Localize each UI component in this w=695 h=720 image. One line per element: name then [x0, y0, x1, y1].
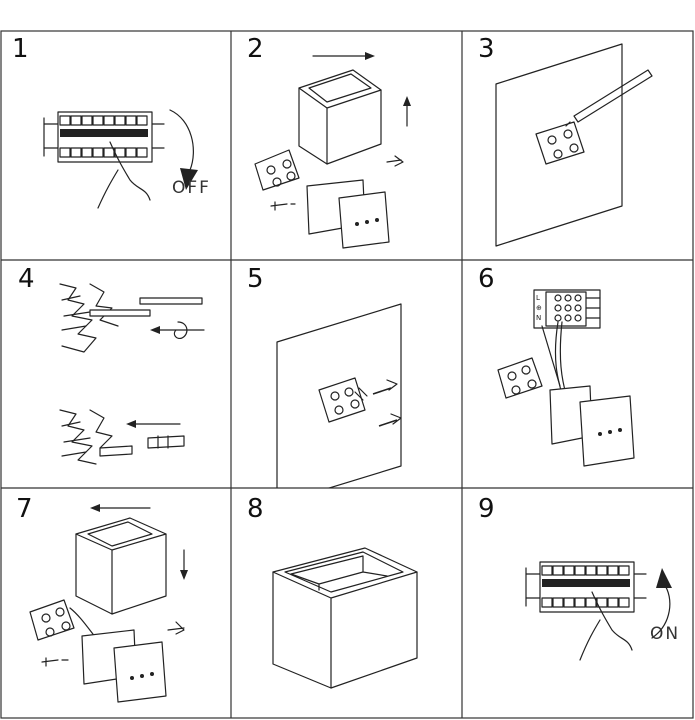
mark-wall-illustration [495, 43, 653, 247]
terminal-labels: L ⊕ N [536, 293, 542, 323]
on-label: ON [650, 624, 681, 644]
terminal-l-label: L [536, 294, 540, 302]
step-2-cell: 2 [231, 30, 462, 260]
step-2-number: 2 [247, 34, 264, 64]
step-7-cell: 7 [0, 488, 231, 718]
step-1-number: 1 [12, 34, 29, 64]
step-1-cell: 1 OFF [0, 30, 231, 260]
step-9-cell: 9 ON [462, 488, 694, 718]
step-9-number: 9 [478, 494, 495, 524]
replace-housing-illustration [29, 504, 188, 703]
instruction-grid: 1 OFF 2 [0, 30, 694, 719]
step-4-cell: 4 [0, 260, 231, 488]
step-5-cell: 5 [231, 260, 462, 488]
terminal-n-label: N [536, 314, 542, 322]
breaker-off-illustration [43, 109, 198, 209]
finished-lamp-illustration [272, 547, 418, 689]
step-3-cell: 3 [462, 30, 694, 260]
step-6-number: 6 [478, 264, 495, 294]
terminal-earth-label: ⊕ [536, 304, 542, 312]
step-8-cell: 8 [231, 488, 462, 718]
step-6-cell: 6 L ⊕ N [462, 260, 694, 488]
off-label: OFF [172, 178, 211, 198]
step-7-number: 7 [16, 494, 33, 524]
step-3-number: 3 [478, 34, 495, 64]
wiring-illustration [497, 289, 635, 467]
grid-lines [0, 30, 694, 719]
mount-box-illustration [276, 303, 402, 488]
step-8-number: 8 [247, 494, 264, 524]
drill-wall-illustration [59, 283, 205, 465]
step-5-number: 5 [247, 264, 264, 294]
step-4-number: 4 [18, 264, 35, 294]
remove-housing-illustration [254, 52, 411, 249]
breaker-on-illustration [525, 561, 672, 661]
